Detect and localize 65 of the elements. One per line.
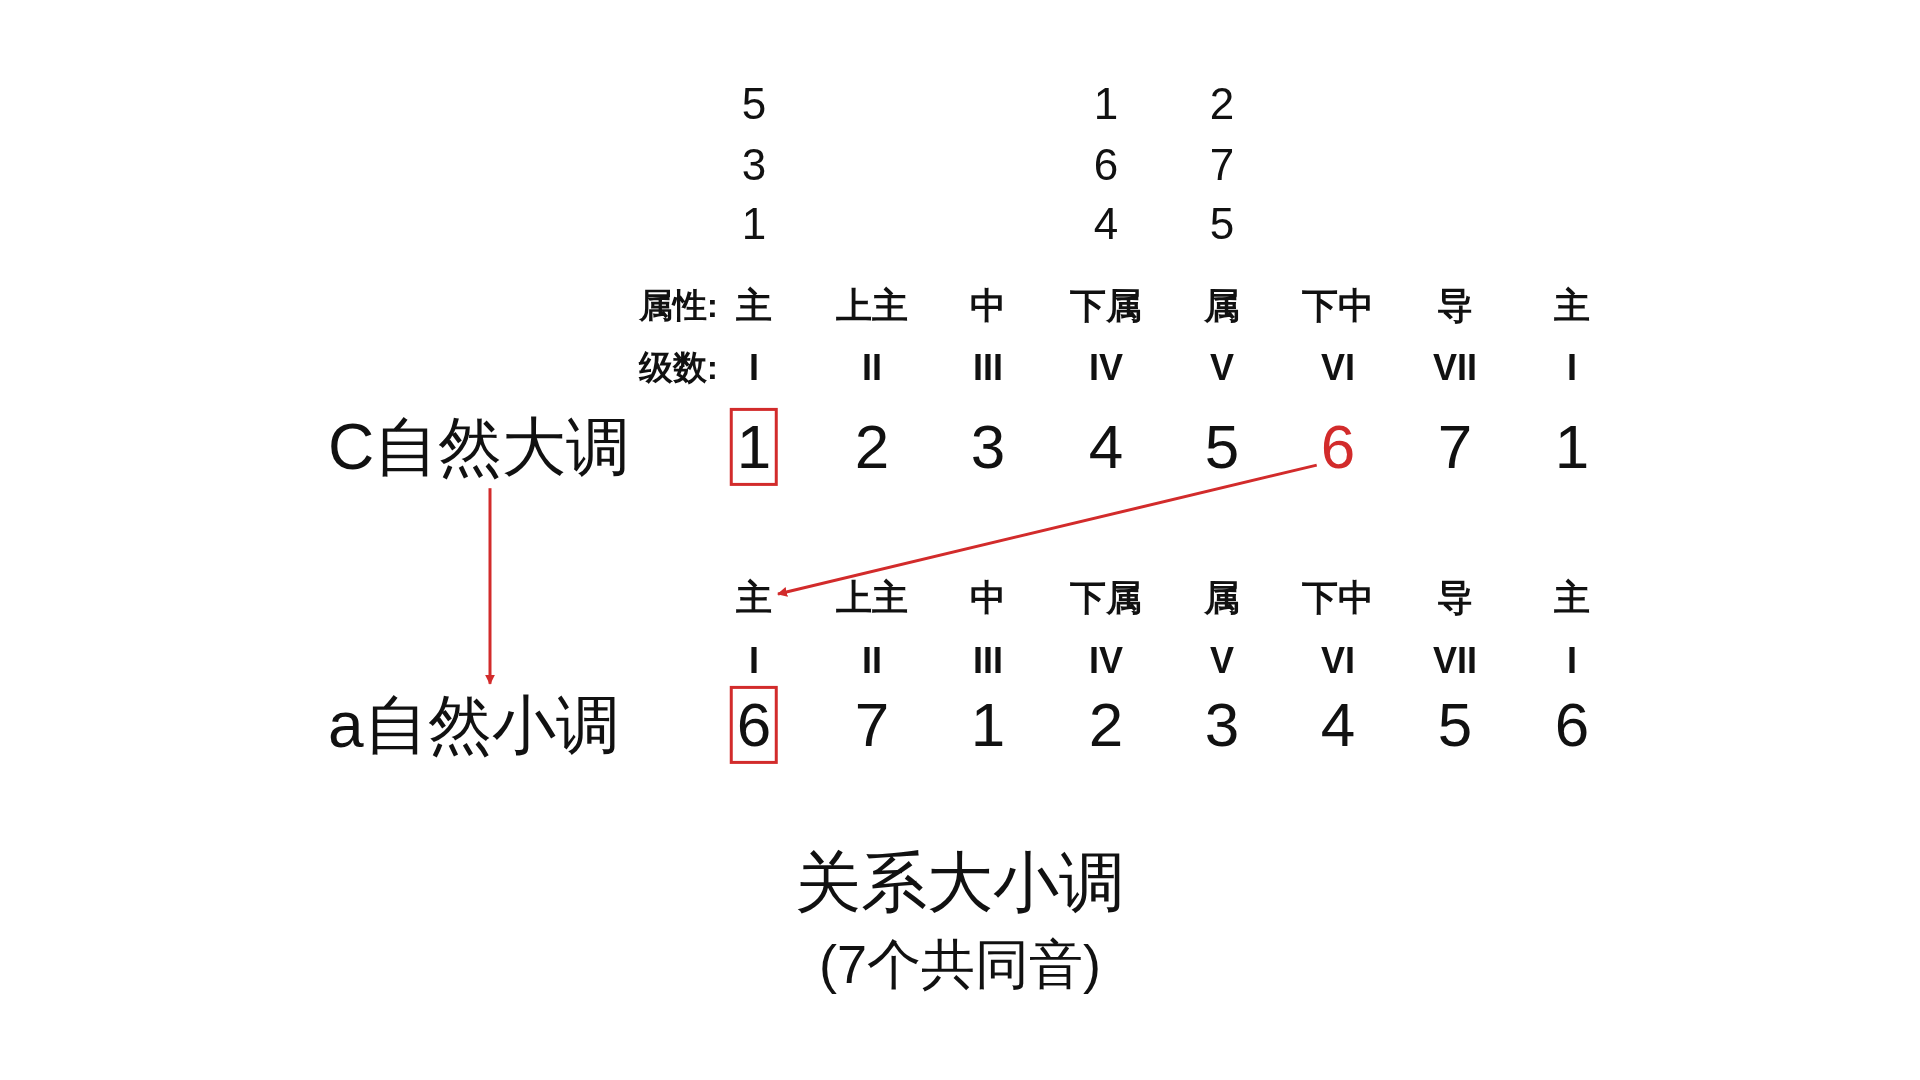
roman-numeral: I (1567, 348, 1577, 388)
scale-note-number: 4 (1088, 412, 1124, 482)
scale-note-number: 1 (1554, 412, 1590, 482)
chord-tone: 4 (1093, 199, 1119, 249)
chord-tone: 1 (1093, 79, 1119, 129)
roman-numeral: V (1210, 641, 1234, 681)
chord-tone: 3 (741, 140, 767, 190)
chord-tone: 5 (741, 79, 767, 129)
degree-name: 上主 (836, 286, 908, 326)
scale-note-number: 3 (1204, 690, 1240, 760)
roman-numeral: III (973, 641, 1003, 681)
roman-numeral: I (749, 641, 759, 681)
roman-numeral: VI (1321, 348, 1355, 388)
scale-name: a自然小调 (328, 689, 620, 761)
scale-name: C自然大调 (328, 411, 631, 483)
scale-note-number: 1 (970, 690, 1006, 760)
roman-numeral: II (862, 641, 882, 681)
degree-name: 导 (1437, 578, 1473, 618)
scale-note-number: 3 (970, 412, 1006, 482)
boxed-note: 1 (729, 407, 779, 487)
degree-name: 下中 (1302, 578, 1374, 618)
scale-note-number: 2 (854, 412, 890, 482)
roman-numeral: VI (1321, 641, 1355, 681)
roman-numeral: III (973, 348, 1003, 388)
degree-name: 主 (736, 578, 772, 618)
roman-numeral: II (862, 348, 882, 388)
degree-name: 主 (736, 286, 772, 326)
arrow (485, 488, 495, 685)
row-heading: 级数: (638, 349, 718, 387)
degree-name: 导 (1437, 286, 1473, 326)
degree-name: 中 (970, 578, 1006, 618)
scale-note-number: 5 (1204, 412, 1240, 482)
degree-name: 属 (1204, 578, 1240, 618)
degree-name: 主 (1554, 578, 1590, 618)
row-heading: 属性: (638, 287, 718, 325)
degree-name: 中 (970, 286, 1006, 326)
boxed-note: 6 (729, 685, 779, 765)
roman-numeral: I (1567, 641, 1577, 681)
title: 关系大小调 (795, 845, 1125, 919)
roman-numeral: V (1210, 348, 1234, 388)
degree-name: 下属 (1070, 578, 1142, 618)
scale-note-number: 2 (1088, 690, 1124, 760)
degree-name: 上主 (836, 578, 908, 618)
arrow (777, 463, 1318, 597)
chord-tone: 7 (1209, 140, 1235, 190)
scale-note-number: 4 (1320, 690, 1356, 760)
roman-numeral: VII (1433, 348, 1477, 388)
caption: (7个共同音) (819, 935, 1101, 995)
roman-numeral: VII (1433, 641, 1477, 681)
chord-tone: 2 (1209, 79, 1235, 129)
degree-name: 下中 (1302, 286, 1374, 326)
degree-name: 主 (1554, 286, 1590, 326)
scale-note-number: 6 (1554, 690, 1590, 760)
scale-note-number: 7 (854, 690, 890, 760)
chord-tone: 1 (741, 199, 767, 249)
scale-note-number: 7 (1437, 412, 1473, 482)
chord-tone: 5 (1209, 199, 1235, 249)
scale-note-number: 5 (1437, 690, 1473, 760)
roman-numeral: IV (1089, 641, 1123, 681)
roman-numeral: I (749, 348, 759, 388)
degree-name: 属 (1204, 286, 1240, 326)
degree-name: 下属 (1070, 286, 1142, 326)
chord-tone: 6 (1093, 140, 1119, 190)
roman-numeral: IV (1089, 348, 1123, 388)
highlighted-note: 6 (1320, 412, 1356, 482)
